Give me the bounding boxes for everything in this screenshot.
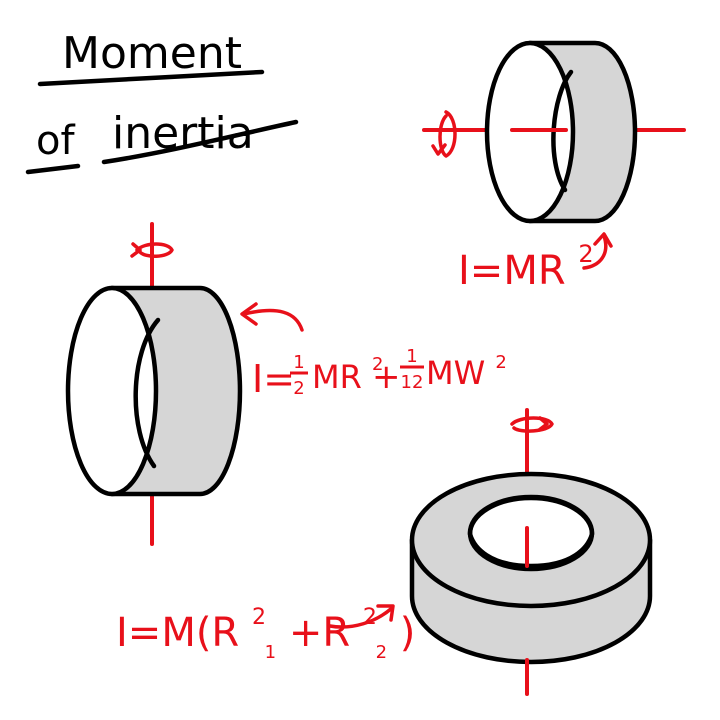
- fraction-1-denominator: 2: [293, 378, 304, 399]
- hoop-central-axis-figure: I=MR 2: [422, 40, 686, 294]
- pointer-arrow-icon: [328, 604, 395, 629]
- formula-hoop-diameter: I=: [252, 357, 295, 401]
- formula-exponent: 2: [578, 240, 593, 268]
- r1-exponent: 2: [252, 605, 266, 630]
- title-word-of: of: [36, 118, 75, 164]
- title: Moment of inertia: [25, 28, 299, 175]
- hoop-opening: [65, 285, 159, 497]
- cylinder-hole-rim: [467, 494, 595, 572]
- hoop-diameter-axis-figure: I= 1 2 MR 2 + 1 12 MW 2: [65, 222, 507, 546]
- term-1-exponent: 2: [372, 354, 383, 375]
- rotation-arrow-icon: [130, 242, 174, 258]
- formula-annular: I=M(R 2 1 +R 2 2 ): [116, 588, 415, 668]
- term-2: MW 2: [426, 352, 507, 392]
- close-paren: ): [400, 610, 416, 656]
- r2-exponent: 2: [363, 605, 377, 630]
- rotation-arrow-icon: [431, 110, 457, 158]
- fraction-1-numerator: 1: [293, 352, 304, 373]
- title-underline-1: [37, 69, 265, 87]
- pointer-arrow-icon: [582, 232, 613, 270]
- title-line-1: Moment: [62, 28, 242, 79]
- formula-lhs: I=MR: [458, 248, 566, 294]
- title-underline-of: [25, 163, 81, 175]
- annular-cylinder-figure: I=M(R 2 1 +R 2 2 ): [116, 408, 653, 696]
- rotation-arrow-icon: [510, 416, 554, 433]
- title-underline-inertia: [101, 119, 299, 165]
- formula-hoop-central: I=MR 2: [458, 240, 594, 294]
- pointer-arrow-icon: [240, 302, 304, 332]
- r1-subscript: 1: [265, 642, 276, 663]
- term-1-body: MR: [312, 358, 362, 396]
- plus-sign: +: [372, 357, 401, 397]
- fraction-2-numerator: 1: [406, 346, 417, 367]
- fraction-2-denominator: 12: [401, 372, 424, 393]
- plus-r2: +R: [289, 610, 350, 656]
- title-word-inertia: inertia: [112, 108, 254, 159]
- formula-lhs: I=: [252, 357, 295, 401]
- r2-subscript: 2: [376, 642, 387, 663]
- term-1: MR 2: [312, 354, 383, 396]
- term-2-body: MW: [426, 354, 485, 392]
- term-2-exponent: 2: [495, 352, 506, 373]
- formula-lhs: I=M(R: [116, 610, 239, 656]
- hoop-inner-edge: [133, 317, 161, 469]
